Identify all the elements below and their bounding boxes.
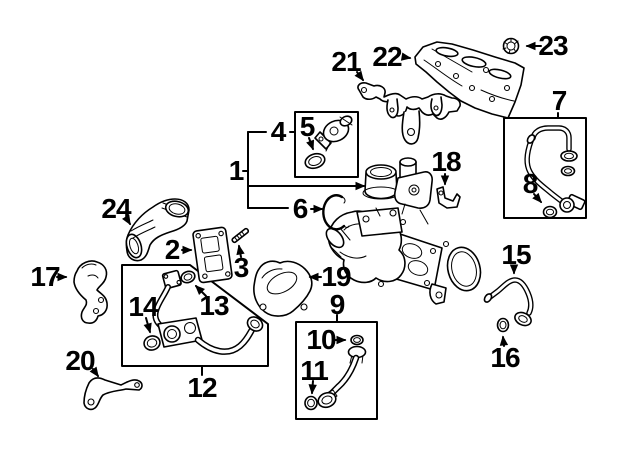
part-13-ring: [180, 270, 196, 284]
callout-6: 6: [292, 193, 309, 224]
part-10-ring: [350, 334, 364, 346]
part-20-bracket: [83, 377, 143, 411]
group-box-12-14: [121, 264, 269, 367]
callout-4: 4: [270, 116, 287, 147]
part-21-bracket: [357, 82, 461, 145]
callout-9: 9: [329, 289, 346, 320]
part-16-ring: [496, 317, 510, 333]
callout-20-arrow: [89, 366, 99, 378]
part-15-pipe: [483, 277, 534, 327]
part-23-nut: [502, 37, 520, 55]
callout-11-arrow: [308, 380, 317, 395]
callout-8-arrow: [532, 192, 542, 204]
part-7-coolant-pipe: [524, 125, 586, 219]
callout-14-arrow: [143, 317, 152, 334]
part-5-valve: [304, 115, 353, 170]
callout-18: 18: [431, 146, 461, 177]
callout-7: 7: [551, 85, 568, 116]
callout-22-arrow: [400, 52, 412, 61]
part-22-heat-shield: [414, 41, 525, 119]
callout-19: 19: [321, 261, 351, 292]
callout-3-arrow: [236, 244, 245, 258]
callout-14: 14: [128, 291, 158, 322]
callout-10: 10: [306, 324, 336, 355]
part-14-ring: [143, 335, 161, 351]
callout-12: 12: [187, 372, 217, 403]
callout-3: 3: [233, 252, 250, 283]
part-12-oil-pipe: [143, 269, 264, 355]
callout-21: 21: [331, 46, 361, 77]
part-9-oil-return-pipe: [304, 334, 367, 411]
callout-22: 22: [372, 41, 402, 72]
callout-15: 15: [501, 239, 531, 270]
part-18-bracket: [436, 186, 461, 209]
callout-16-arrow: [499, 335, 509, 347]
part-19-bracket: [253, 260, 313, 317]
callout-5: 5: [299, 111, 316, 142]
part-11-ring: [304, 395, 318, 411]
group-box-4-5: [294, 111, 359, 178]
part-2-gasket: [192, 226, 233, 284]
part-8-ring: [542, 205, 558, 219]
part-1-turbocharger: [325, 157, 482, 305]
part-24-air-duct: [125, 198, 190, 262]
callout-24-arrow: [122, 214, 131, 226]
callout-17: 17: [30, 261, 60, 292]
group-box-7-8: [503, 117, 587, 219]
callout-1: 1: [228, 155, 245, 186]
callout-11: 11: [300, 355, 329, 386]
callout-1-bracket: [242, 131, 249, 209]
part-17-bracket: [73, 260, 108, 324]
callout-leaders: [56, 41, 559, 395]
part-3-stud: [231, 227, 250, 244]
callout-8: 8: [522, 168, 539, 199]
callout-21-arrow: [354, 70, 364, 82]
callout-16: 16: [490, 342, 520, 373]
callout-20: 20: [65, 345, 95, 376]
callout-23: 23: [538, 30, 568, 61]
part-6-clip: [322, 194, 350, 231]
callout-13: 13: [199, 290, 229, 321]
callout-2: 2: [164, 234, 181, 265]
callout-13-arrow: [194, 284, 207, 297]
callout-5-arrow: [306, 137, 315, 151]
callout-24: 24: [101, 193, 131, 224]
